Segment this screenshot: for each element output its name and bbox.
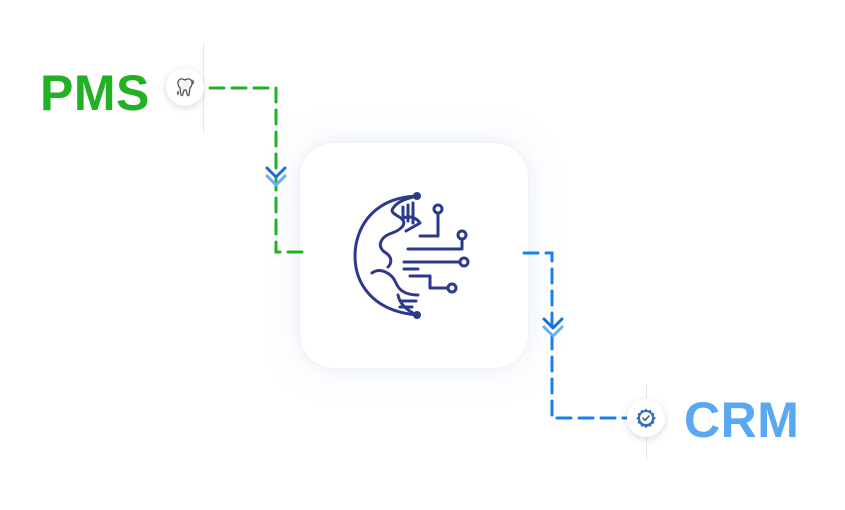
globe-circuit-icon	[353, 192, 470, 319]
inbound-arrow-icon	[265, 166, 287, 187]
target-label: CRM	[684, 392, 800, 448]
crm-badge	[627, 399, 665, 437]
outbound-arrow-icon	[542, 317, 564, 338]
inbound-connector	[208, 86, 304, 254]
pms-badge	[166, 68, 204, 106]
hub-card	[300, 143, 528, 368]
source-label: PMS	[40, 65, 150, 121]
outbound-connector	[522, 251, 628, 420]
tooth-icon	[176, 78, 195, 97]
gear-check-icon	[636, 408, 656, 429]
